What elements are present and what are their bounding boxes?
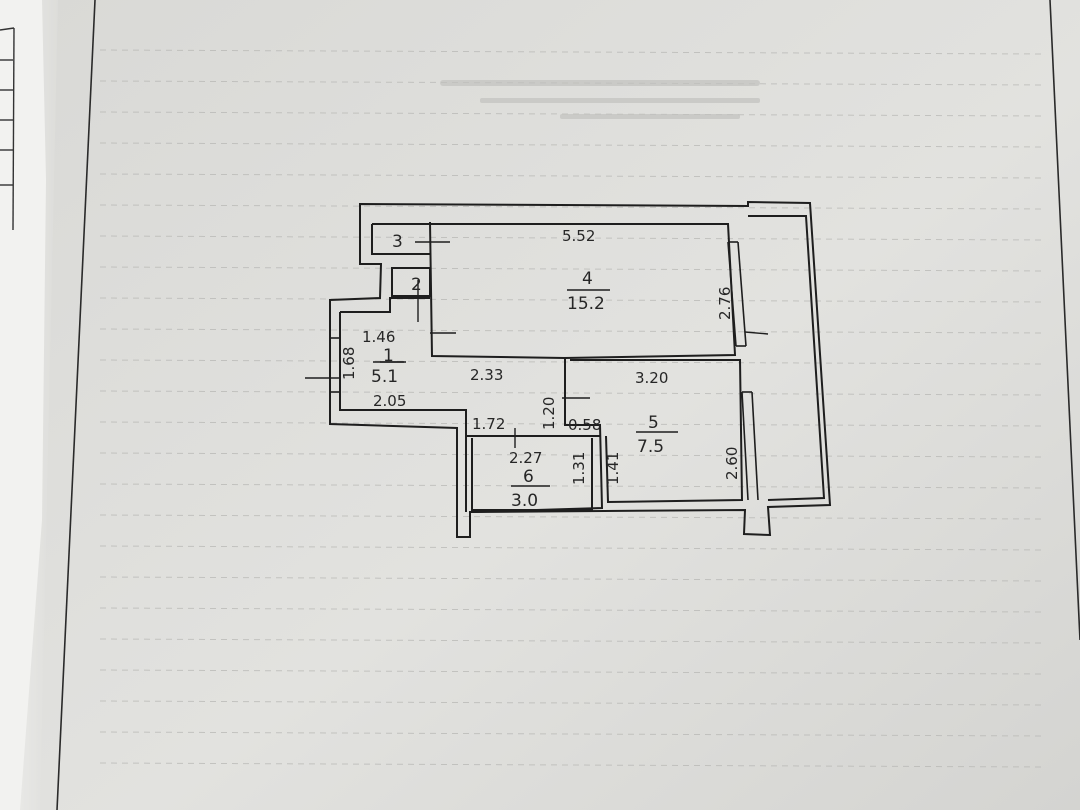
area-fraction-lines [373, 289, 678, 487]
dim-corridor-length: 2.33 [470, 366, 503, 384]
ruled-line [99, 390, 1046, 396]
room-3-number: 3 [392, 232, 403, 252]
room-labels: 3 2 4 15.2 1 5.1 5 7.5 6 3.0 [371, 232, 664, 511]
room-1-area: 5.1 [371, 367, 398, 387]
room-1-number: 1 [383, 346, 394, 366]
ruled-line [99, 359, 1046, 365]
window-room-5 [741, 391, 759, 501]
dim-bath-depth: 2.27 [509, 449, 542, 467]
faded-header-text [440, 80, 760, 119]
room-4-area: 15.2 [567, 294, 605, 314]
dim-bath-width: 1.72 [472, 415, 505, 433]
dim-room5-width: 3.20 [635, 369, 668, 387]
ruled-line [99, 483, 1046, 489]
room-2-number: 2 [411, 275, 422, 295]
ruled-line [99, 142, 1046, 148]
inner-wall [371, 223, 737, 513]
floor-plan [305, 200, 832, 538]
dim-room4-width: 5.52 [562, 227, 595, 245]
ruled-line [99, 762, 1046, 768]
ruled-line [99, 266, 1046, 272]
ruled-line [99, 669, 1046, 675]
room-4-wall [429, 221, 566, 359]
ruled-lines [99, 49, 1046, 768]
ruled-line [99, 49, 1046, 55]
ruled-line [99, 80, 1046, 86]
room-5-number: 5 [648, 413, 659, 433]
outer-wall [329, 200, 832, 538]
dim-room5-height: 2.60 [723, 447, 741, 480]
ruled-line [99, 514, 1046, 520]
left-form-table [0, 27, 15, 231]
ruled-line [99, 607, 1046, 613]
dim-room4-height: 2.76 [716, 287, 734, 320]
room-5-area: 7.5 [637, 437, 664, 457]
window-room-4 [727, 241, 747, 347]
ruled-line [99, 235, 1046, 241]
ruled-line [99, 576, 1046, 582]
dimension-labels: 5.52 2.76 1.46 1.68 2.05 2.33 3.20 1.20 … [340, 227, 741, 485]
left-sheet-edge [0, 0, 46, 810]
dim-hall-width: 1.46 [362, 328, 395, 346]
balcony [748, 215, 826, 501]
ruled-line [99, 545, 1046, 551]
room-4-number: 4 [582, 269, 593, 289]
ruled-line [99, 297, 1046, 303]
ruled-line [99, 328, 1046, 334]
room-5-wall [570, 359, 744, 504]
dim-bath-height: 1.31 [570, 452, 588, 485]
dim-room5-offset: 1.41 [604, 452, 622, 485]
ruled-line [99, 204, 1046, 210]
paper-sheet [40, 0, 1080, 810]
ruled-line [99, 452, 1046, 458]
drawing-frame [56, 0, 1080, 810]
room-6-wall [465, 436, 593, 512]
ruled-line [99, 421, 1046, 427]
ruled-line [99, 173, 1046, 179]
dim-hall-depth: 2.05 [373, 392, 406, 410]
ruled-line [99, 700, 1046, 706]
ruled-line [99, 731, 1046, 737]
dim-passage-height: 1.20 [540, 397, 558, 430]
room-2-wall [391, 267, 431, 297]
window-room-1 [330, 337, 340, 393]
dim-passage-width: 0.58 [568, 416, 601, 434]
ruled-line [99, 111, 1046, 117]
ruled-line [99, 638, 1046, 644]
room-6-area: 3.0 [511, 491, 538, 511]
room-6-number: 6 [523, 467, 534, 487]
dim-hall-height: 1.68 [340, 347, 358, 380]
dimension-ticks [305, 241, 769, 448]
